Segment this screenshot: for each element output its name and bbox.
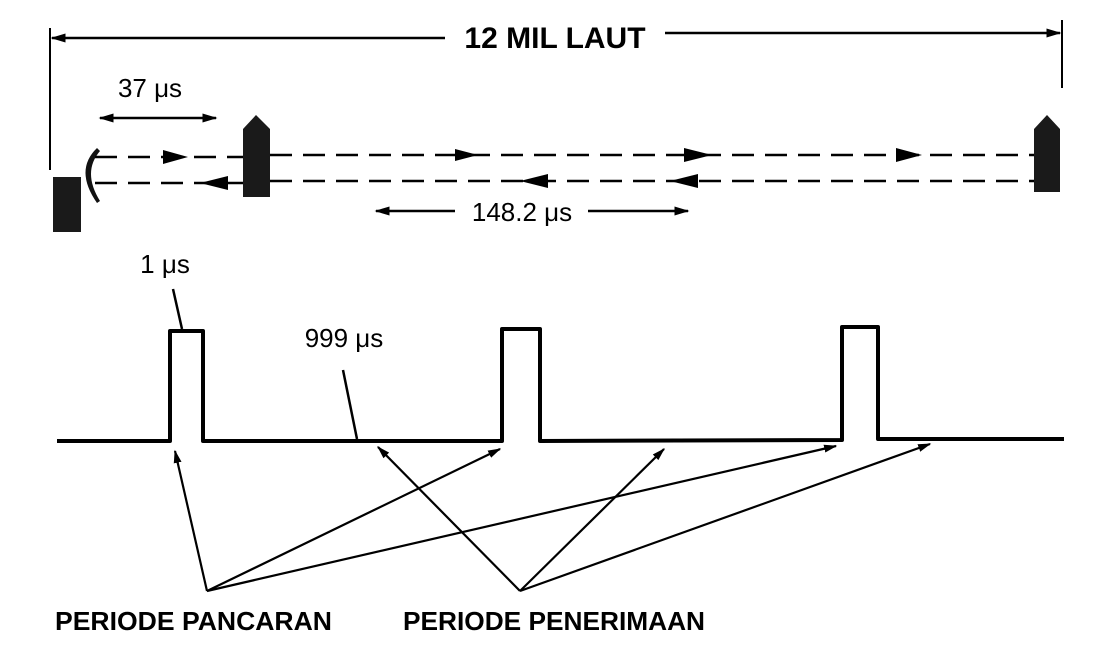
transmit-pointer-3 [206,444,838,593]
transmit-pointer-2 [206,448,502,592]
near-time-label: 37 μs [118,73,182,103]
distance-label: 12 MIL LAUT [464,22,645,55]
rest-time-label: 999 μs [305,323,384,353]
radar-scene: 37 μs 148.2 μs [53,73,1060,232]
transmit-pointer-1 [173,449,209,592]
pulse-width-label: 1 μs [140,249,190,279]
pulse-waveform [57,325,1064,443]
outgoing-arrow-icon [455,149,478,161]
return-arrow-icon [200,176,228,190]
radar-base-icon [53,177,81,232]
rest-time-pointer [341,369,359,440]
return-arrow-icon [670,174,698,188]
receive-period-label: PERIODE PENERIMAAN [403,606,705,636]
return-arrow-icon [520,174,548,188]
receive-pointer-3 [519,442,932,593]
period-pointers [173,442,932,593]
receive-pointer-1 [377,446,521,592]
outgoing-arrow-icon [163,150,188,164]
outgoing-arrow-icon [684,148,712,162]
receive-pointer-2 [519,448,665,592]
pulse-width-pointer [171,288,184,330]
pulse-train: 1 μs 999 μs [57,249,1064,443]
outgoing-arrow-icon [896,148,922,162]
distance-dimension: 12 MIL LAUT [49,20,1063,170]
radar-antenna-icon [85,148,100,203]
near-target-icon [243,115,270,197]
far-time-label: 148.2 μs [472,197,572,227]
transmit-period-label: PERIODE PANCARAN [55,606,332,636]
far-target-icon [1034,115,1060,192]
